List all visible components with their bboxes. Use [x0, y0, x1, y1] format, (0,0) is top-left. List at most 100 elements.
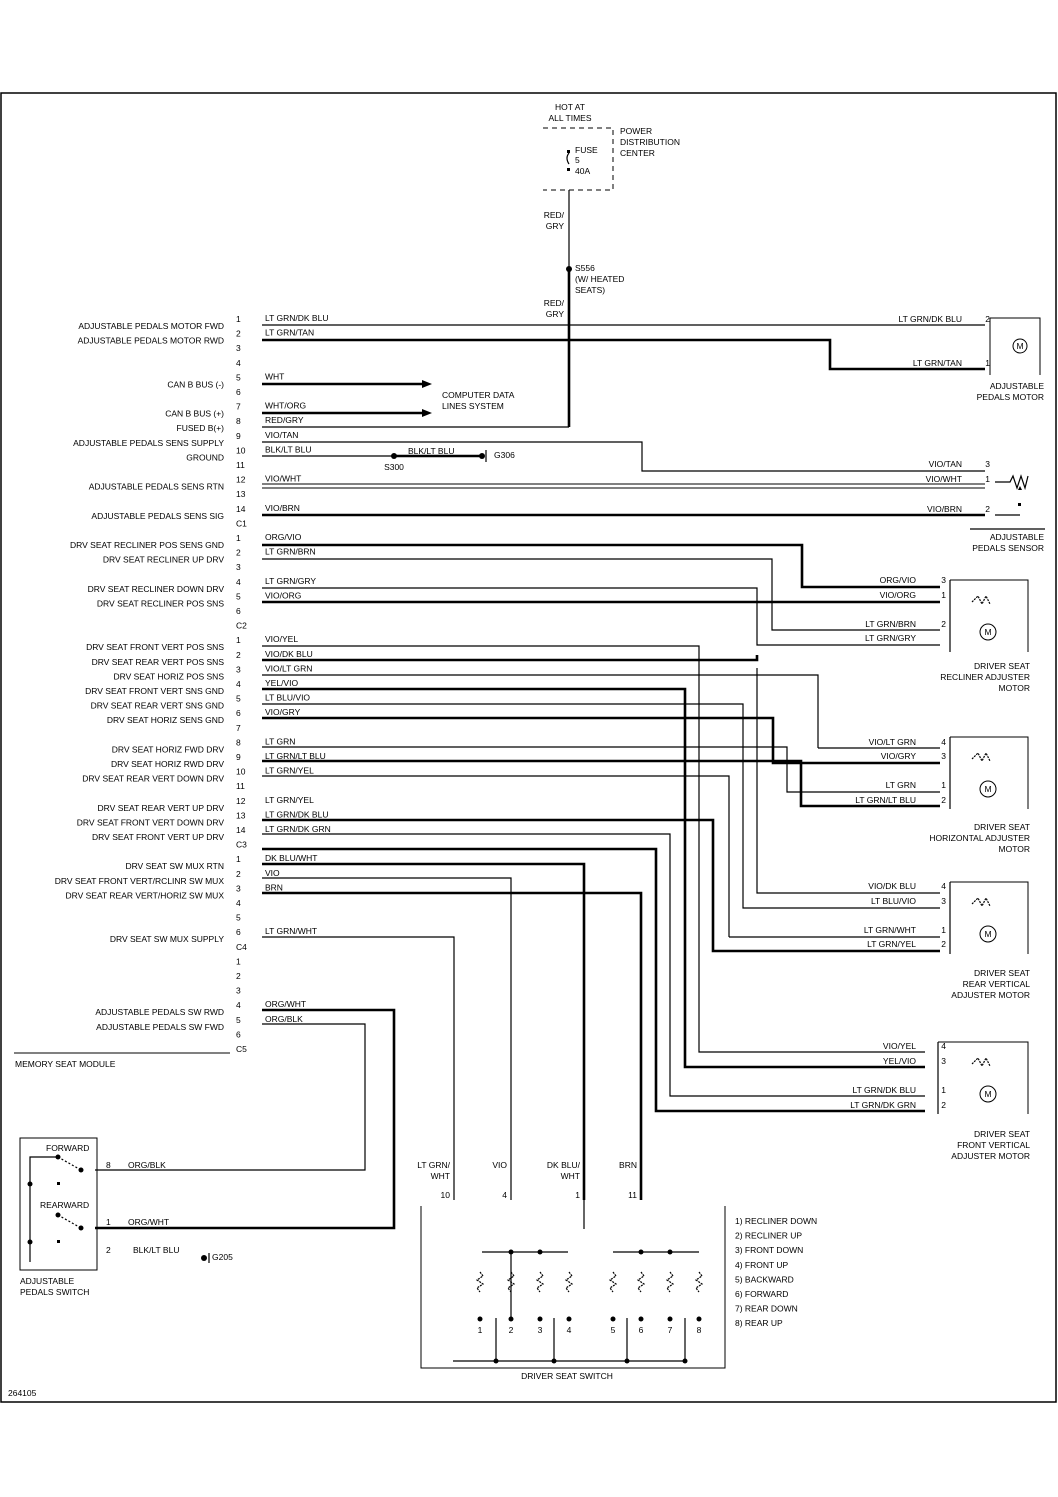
switch-legend-item: 5) BACKWARD	[735, 1274, 794, 1284]
feed2-wire-label-1: RED/	[544, 298, 565, 308]
circuit-name: DRV SEAT RECLINER POS SENS GND	[70, 540, 224, 550]
connector-name: C1	[236, 518, 247, 528]
pin-number: 2	[985, 504, 990, 514]
can-label-1: COMPUTER DATA	[442, 390, 515, 400]
feed2-wire-label-2: GRY	[546, 309, 565, 319]
wire-color: VIO/GRY	[265, 707, 301, 717]
pin-wire: VIO/TAN	[929, 459, 962, 469]
pin-number: 1	[236, 956, 241, 966]
routing-wires	[95, 324, 985, 1230]
wire-color: LT GRN/DK BLU	[265, 313, 328, 323]
circuit-name: DRV SEAT SW MUX RTN	[125, 861, 224, 871]
hot-label-2: ALL TIMES	[549, 113, 592, 123]
switch-legend-item: 4) FRONT UP	[735, 1260, 789, 1270]
hot-label-1: HOT AT	[555, 102, 585, 112]
circuit-name: ADJUSTABLE PEDALS MOTOR FWD	[78, 321, 224, 331]
pin-wire: LT GRN/LT BLU	[855, 795, 916, 805]
switch-legend-item: 1) RECLINER DOWN	[735, 1216, 817, 1226]
wire-color: VIO	[265, 868, 280, 878]
circuit-name: DRV SEAT FRONT VERT/RCLINR SW MUX	[55, 876, 225, 886]
circuit-name: DRV SEAT SW MUX SUPPLY	[110, 934, 224, 944]
pin-wire: LT GRN/BRN	[865, 619, 916, 629]
wire-color: ORG/VIO	[265, 532, 302, 542]
pin-number: 3	[236, 883, 241, 893]
switch-legend-item: 8) REAR UP	[735, 1318, 783, 1328]
pin-number: 1	[236, 635, 241, 645]
component-name: REAR VERTICAL	[963, 979, 1031, 989]
circuit-name: ADJUSTABLE PEDALS SENS SIG	[91, 511, 224, 521]
pin-number: 5	[236, 694, 241, 704]
switch-position-forward: FORWARD	[46, 1143, 89, 1153]
pin-wire: LT GRN/DK BLU	[853, 1085, 916, 1095]
pin-wire: VIO/GRY	[881, 751, 917, 761]
arrow-right-icon	[422, 409, 432, 417]
pin-number: 4	[236, 1000, 241, 1010]
pin-number: 11	[236, 781, 245, 791]
circuit-name: DRV SEAT HORIZ RWD DRV	[111, 759, 224, 769]
pin-wire: ORG/BLK	[128, 1160, 166, 1170]
pin-number: 4	[236, 358, 241, 368]
pin-number: 5	[236, 1015, 241, 1025]
wire-color: VIO/BRN	[265, 503, 300, 513]
motor-symbol: M	[984, 627, 991, 637]
component-name: DRIVER SEAT	[974, 822, 1030, 832]
ground-g306-icon	[479, 453, 485, 459]
ground-wire-label: BLK/LT BLU	[408, 446, 454, 456]
wire-color: VIO/DK BLU	[265, 649, 313, 659]
pin-wire: LT GRN/DK GRN	[850, 1100, 916, 1110]
pin-number: 1	[106, 1217, 111, 1227]
splice-s300-label: S300	[384, 462, 404, 472]
wire-color: YEL/VIO	[265, 678, 298, 688]
wire-color: WHT	[265, 371, 284, 381]
wire-color: LT GRN	[265, 736, 295, 746]
circuit-name: DRV SEAT FRONT VERT POS SNS	[86, 642, 224, 652]
splice-label-1: S556	[575, 263, 595, 273]
wire-color: LT GRN/BRN	[265, 547, 316, 557]
circuit-name: ADJUSTABLE PEDALS MOTOR RWD	[78, 336, 224, 346]
motor-icon	[1012, 338, 1028, 354]
pin-number: 8	[106, 1160, 111, 1170]
pin-number: 1	[236, 854, 241, 864]
splice-label-2: (W/ HEATED	[575, 274, 624, 284]
wire-color: BRN	[265, 882, 283, 892]
switch-pin-wire: WHT	[561, 1171, 580, 1181]
wire-color: LT GRN/WHT	[265, 926, 317, 936]
pin-number: 2	[985, 314, 990, 324]
adjustable-pedals-switch: FORWARD REARWARD 8 ORG/BLK 1 ORG/WHT 2 B…	[19, 1137, 233, 1297]
motor-symbol: M	[984, 929, 991, 939]
pin-number: 4	[941, 737, 946, 747]
wire-color: VIO/LT GRN	[265, 663, 312, 673]
pin-number: 2	[236, 329, 241, 339]
sensor-wiper-icon	[1018, 486, 1022, 490]
wire-color: WHT/ORG	[265, 401, 306, 411]
component-name: PEDALS MOTOR	[977, 392, 1044, 402]
diagram-id: 264105	[8, 1388, 37, 1398]
component-name: ADJUSTABLE	[990, 532, 1044, 542]
component-name: RECLINER ADJUSTER	[940, 672, 1030, 682]
switch-contact-number: 7	[668, 1325, 673, 1335]
circuit-name: CAN B BUS (+)	[165, 409, 224, 419]
component-name: FRONT VERTICAL	[957, 1140, 1030, 1150]
pin-number: 14	[236, 504, 246, 514]
module-name: MEMORY SEAT MODULE	[15, 1059, 116, 1069]
circuit-name: DRV SEAT REAR VERT POS SNS	[92, 657, 225, 667]
pin-number: 2	[236, 548, 241, 558]
ground-circuit: BLK/LT BLU S300 G306	[262, 446, 515, 472]
pin-number: 2	[236, 650, 241, 660]
component-name: MOTOR	[999, 844, 1030, 854]
switch-legend-item: 7) REAR DOWN	[735, 1304, 798, 1314]
pdc-label-3: CENTER	[620, 148, 655, 158]
feed-wire-label-1: RED/	[544, 210, 565, 220]
pin-number: 2	[941, 939, 946, 949]
wire-color: BLK/LT BLU	[265, 444, 311, 454]
pin-wire: LT GRN/DK BLU	[899, 314, 962, 324]
circuit-name: DRV SEAT HORIZ SENS GND	[107, 715, 224, 725]
pin-number: 3	[941, 751, 946, 761]
pin-number: 1	[236, 314, 241, 324]
pin-wire: VIO/WHT	[926, 474, 962, 484]
circuit-name: DRV SEAT REAR VERT/HORIZ SW MUX	[65, 890, 224, 900]
pin-number: 6	[236, 606, 241, 616]
can-label-2: LINES SYSTEM	[442, 401, 504, 411]
